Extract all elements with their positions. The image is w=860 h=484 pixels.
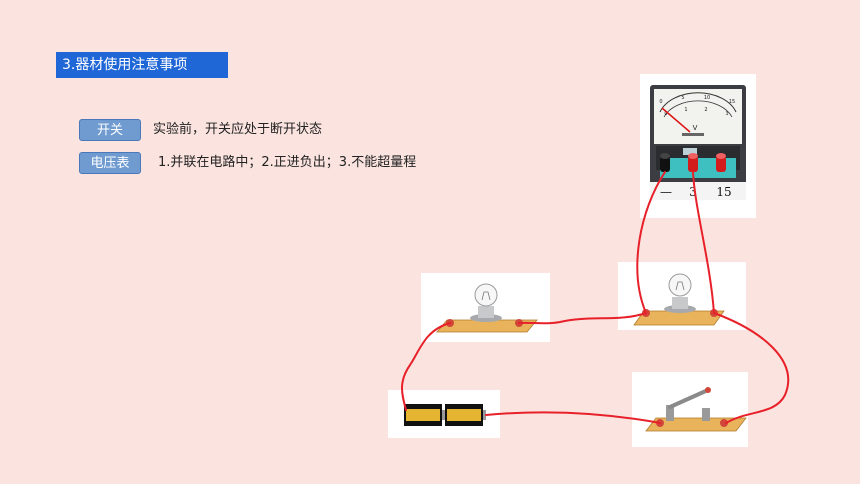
scale-lower-2: 2 xyxy=(704,107,707,113)
terminal-3: 3 xyxy=(689,185,697,199)
note-voltmeter: 1.并联在电路中；2.正进负出；3.不能超量程 xyxy=(158,155,417,170)
bulb-1 xyxy=(436,283,538,333)
scale-upper-2: 10 xyxy=(704,95,710,101)
scale-lower-3: 3 xyxy=(725,111,728,117)
scale-upper-0: 0 xyxy=(659,99,662,105)
scale-lower-1: 1 xyxy=(684,107,687,113)
tag-switch: 开关 xyxy=(79,119,141,141)
terminal-negative: — xyxy=(660,185,672,199)
terminal-15: 15 xyxy=(716,185,731,199)
knife-switch xyxy=(645,387,747,432)
batteries xyxy=(404,404,486,426)
switch-panel xyxy=(632,372,748,447)
voltmeter-needle xyxy=(661,107,691,133)
note-switch: 实验前，开关应处于断开状态 xyxy=(153,122,323,137)
scale-lower-0: 0 xyxy=(664,111,667,117)
tag-voltmeter: 电压表 xyxy=(79,152,141,174)
section-title: 3.器材使用注意事项 xyxy=(56,52,228,78)
voltmeter-unit: V xyxy=(693,124,698,132)
voltmeter: 0 5 10 15 0 1 2 3 V — 3 15 xyxy=(650,85,746,200)
scale-upper-1: 5 xyxy=(681,95,684,101)
bulb-2 xyxy=(633,273,725,326)
scale-upper-3: 15 xyxy=(729,99,735,105)
wires xyxy=(401,171,790,424)
